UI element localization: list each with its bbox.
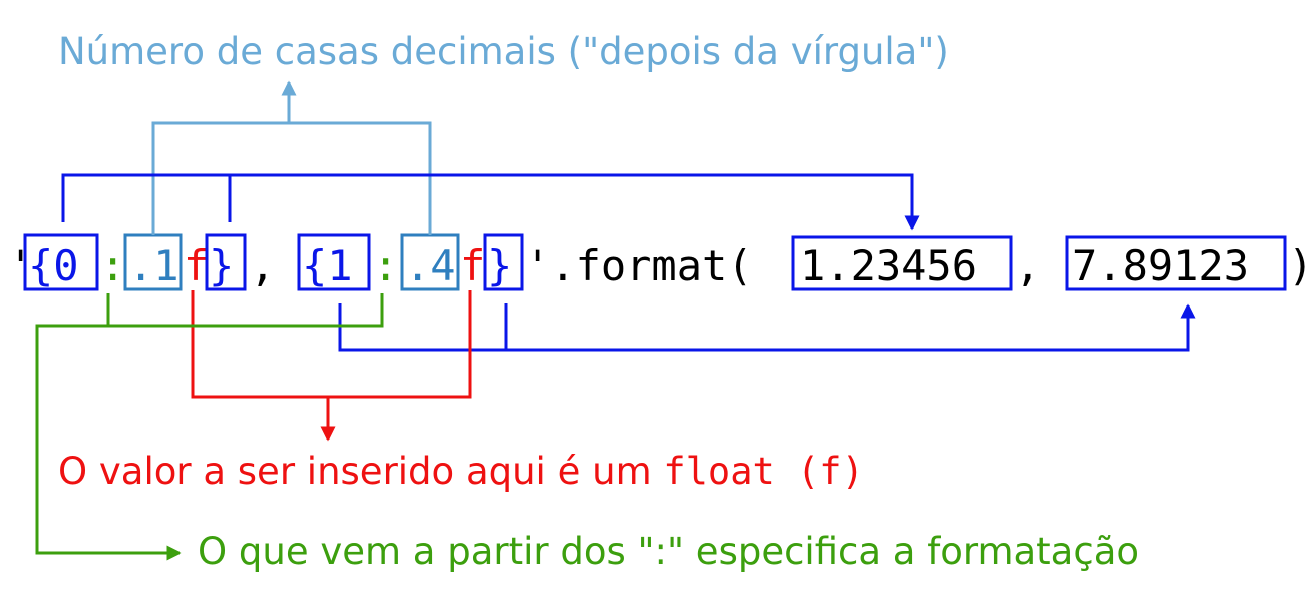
code-sep2: , (1015, 241, 1040, 290)
field1-connector (338, 303, 1196, 352)
arg2-box (1065, 235, 1287, 291)
decimals-note: Número de casas decimais ("depois da vír… (58, 30, 949, 73)
code-line: ' {0 : .1 f } , {1 : .4 f } '.format( 1.… (8, 241, 1313, 290)
code-paren-close: ) (1288, 241, 1313, 290)
format-note: O que vem a partir dos ":" especifica a … (198, 530, 1139, 573)
code-sep1: , (250, 241, 275, 290)
float-note-code: float (f) (663, 450, 863, 493)
code-field2-close: } (487, 241, 512, 290)
code-arg2: 7.89123 (1072, 241, 1249, 290)
code-field1-open: {0 (28, 241, 79, 290)
code-tail: '.format( (525, 241, 753, 290)
arg1-box (791, 235, 1013, 291)
code-arg1: 1.23456 (800, 241, 977, 290)
code-field2-open: {1 (302, 241, 353, 290)
code-type1: f (184, 241, 209, 290)
code-type2: f (460, 241, 485, 290)
code-precision1: .1 (128, 241, 179, 290)
code-colon1: : (100, 241, 125, 290)
code-field1-close: } (209, 241, 234, 290)
code-quote-open: ' (8, 241, 33, 290)
code-precision2: .4 (405, 241, 456, 290)
format-connector (35, 293, 384, 561)
field1-close-box (205, 233, 247, 291)
code-colon2: : (373, 241, 398, 290)
float-note-text: O valor a ser inserido aqui é um (58, 450, 663, 493)
field2-close-box (483, 233, 524, 291)
field2-open-box (297, 233, 371, 291)
decimals-connector (151, 80, 432, 235)
field0-connector (61, 173, 920, 231)
float-connector (191, 290, 472, 442)
field1-open-box (23, 233, 99, 291)
float-note: O valor a ser inserido aqui é um float (… (58, 450, 864, 493)
